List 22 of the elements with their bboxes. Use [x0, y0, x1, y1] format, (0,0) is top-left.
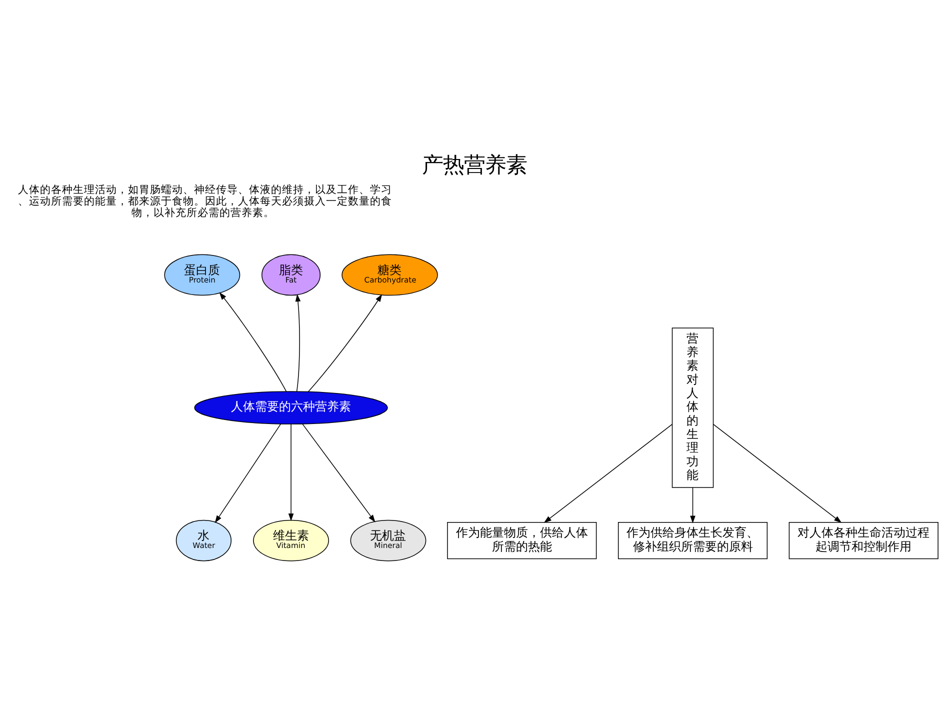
node-ellipse: 水 Water: [176, 520, 232, 562]
node-ellipse: 蛋白质 Protein: [164, 254, 240, 296]
arrow: [690, 487, 696, 524]
arrow: [308, 294, 382, 392]
node-ellipse: 无机盐 Mineral: [350, 520, 426, 562]
node-box: 作为供给身体生长发育、修补组织所需要的原料: [618, 522, 768, 560]
arrow: [295, 294, 301, 392]
node-box: 营养素对人体的生理功能: [672, 328, 714, 488]
arrow: [713, 424, 842, 523]
node-box: 对人体各种生命活动过程起调节和控制作用: [788, 522, 938, 560]
node-box: 作为能量物质，供给人体所需的热能: [447, 522, 597, 560]
arrow: [288, 424, 294, 522]
node-ellipse: 糖类 Carbohydrate: [342, 254, 438, 296]
arrow: [214, 423, 282, 524]
arrow: [302, 423, 376, 522]
arrow: [219, 292, 287, 392]
label: 人体的各种生理活动，如胃肠蠕动、神经传导、体液的维持，以及工作、学习、运动所需要的能量，都来源于食物。因此，人体每天必须摄入一定数量的食物，以补充所必需的营养素。: [18, 183, 392, 219]
node-ellipse: 维生素 Vitamin: [253, 520, 329, 562]
arrow: [544, 424, 673, 523]
node-ellipse: 人体需要的六种营养素: [194, 391, 388, 424]
node-ellipse: 脂类 Fat: [262, 254, 321, 296]
diagram-title: 产热营养素: [422, 153, 528, 178]
